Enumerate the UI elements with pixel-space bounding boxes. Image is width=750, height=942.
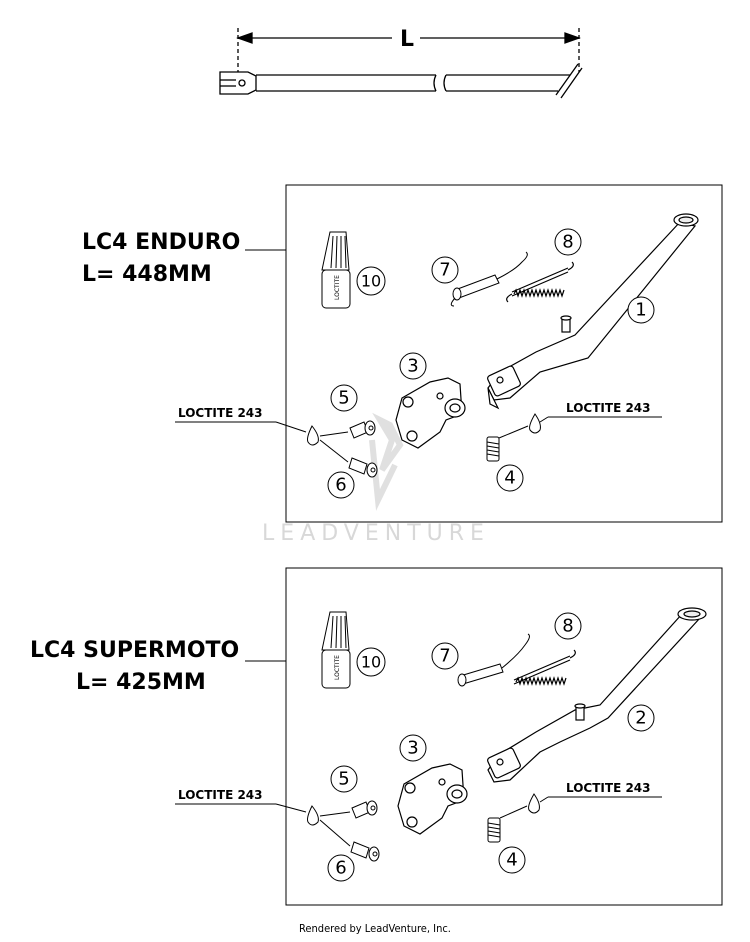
loctite-label-left: LOCTITE 243 — [178, 788, 263, 802]
svg-text:4: 4 — [506, 850, 517, 871]
short-spring — [450, 251, 528, 307]
loctite-label-right: LOCTITE 243 — [566, 781, 651, 795]
svg-text:1: 1 — [635, 300, 646, 321]
model-name-enduro: LC4 ENDURO — [82, 230, 240, 255]
tube-label: LOCTITE — [334, 655, 341, 680]
tube-label: LOCTITE — [334, 275, 341, 300]
svg-text:6: 6 — [335, 858, 346, 879]
callout-8: 8 — [554, 612, 582, 640]
callout-6: 6 — [327, 471, 355, 499]
svg-text:3: 3 — [407, 356, 418, 377]
screw-upper — [351, 800, 378, 819]
callout-10: 10 — [356, 266, 386, 296]
callout-5: 5 — [330, 384, 358, 412]
svg-text:5: 5 — [338, 769, 349, 790]
model-name-supermoto: LC4 SUPERMOTO — [30, 638, 239, 663]
callout-5: 5 — [330, 765, 358, 793]
callout-10: 10 — [356, 647, 386, 677]
screw-lower — [350, 841, 380, 862]
loctite-tube — [321, 611, 351, 689]
svg-text:8: 8 — [562, 616, 573, 637]
dimension-label: L — [400, 27, 414, 52]
screw-lower — [348, 457, 378, 478]
short-spring — [457, 633, 530, 687]
leadventure-watermark: LEADVENTURE — [262, 412, 490, 546]
svg-text:2: 2 — [635, 708, 646, 729]
loctite-drop-right — [528, 793, 540, 814]
loctite-label-left: LOCTITE 243 — [178, 406, 263, 420]
callout-4: 4 — [498, 846, 526, 874]
model-length-enduro: L= 448MM — [82, 262, 212, 287]
callout-1: 1 — [627, 296, 655, 324]
side-stand-leg — [487, 213, 699, 410]
long-spring — [506, 261, 574, 303]
loctite-drop-right — [529, 413, 541, 434]
dimension-drawing — [219, 28, 583, 99]
loctite-drop-left — [307, 425, 319, 446]
svg-text:4: 4 — [504, 468, 515, 489]
side-stand-leg — [487, 607, 707, 783]
callout-7: 7 — [431, 256, 459, 284]
svg-text:10: 10 — [361, 272, 381, 291]
svg-text:6: 6 — [335, 475, 346, 496]
panel-frame-enduro — [285, 184, 723, 523]
svg-text:10: 10 — [361, 653, 381, 672]
svg-text:5: 5 — [338, 388, 349, 409]
mount-bracket — [397, 763, 468, 835]
loctite-tube — [321, 231, 351, 309]
panel-frame-supermoto — [285, 567, 723, 906]
callout-8: 8 — [554, 228, 582, 256]
svg-text:LEADVENTURE: LEADVENTURE — [262, 521, 490, 546]
screw-upper — [349, 420, 376, 439]
svg-text:8: 8 — [562, 232, 573, 253]
svg-text:3: 3 — [407, 738, 418, 759]
stud-bolt — [486, 436, 500, 462]
loctite-drop-left — [307, 805, 319, 826]
callout-3: 3 — [399, 352, 427, 380]
svg-text:7: 7 — [439, 646, 450, 667]
callout-3: 3 — [399, 734, 427, 762]
footer-credit: Rendered by LeadVenture, Inc. — [299, 922, 451, 935]
stud-bolt — [487, 817, 501, 843]
mount-bracket — [395, 377, 466, 449]
callout-6: 6 — [327, 854, 355, 882]
long-spring — [513, 649, 576, 686]
svg-text:7: 7 — [439, 260, 450, 281]
callout-4: 4 — [496, 464, 524, 492]
model-length-supermoto: L= 425MM — [76, 670, 206, 695]
callout-7: 7 — [431, 642, 459, 670]
loctite-label-right: LOCTITE 243 — [566, 401, 651, 415]
callout-2: 2 — [627, 704, 655, 732]
